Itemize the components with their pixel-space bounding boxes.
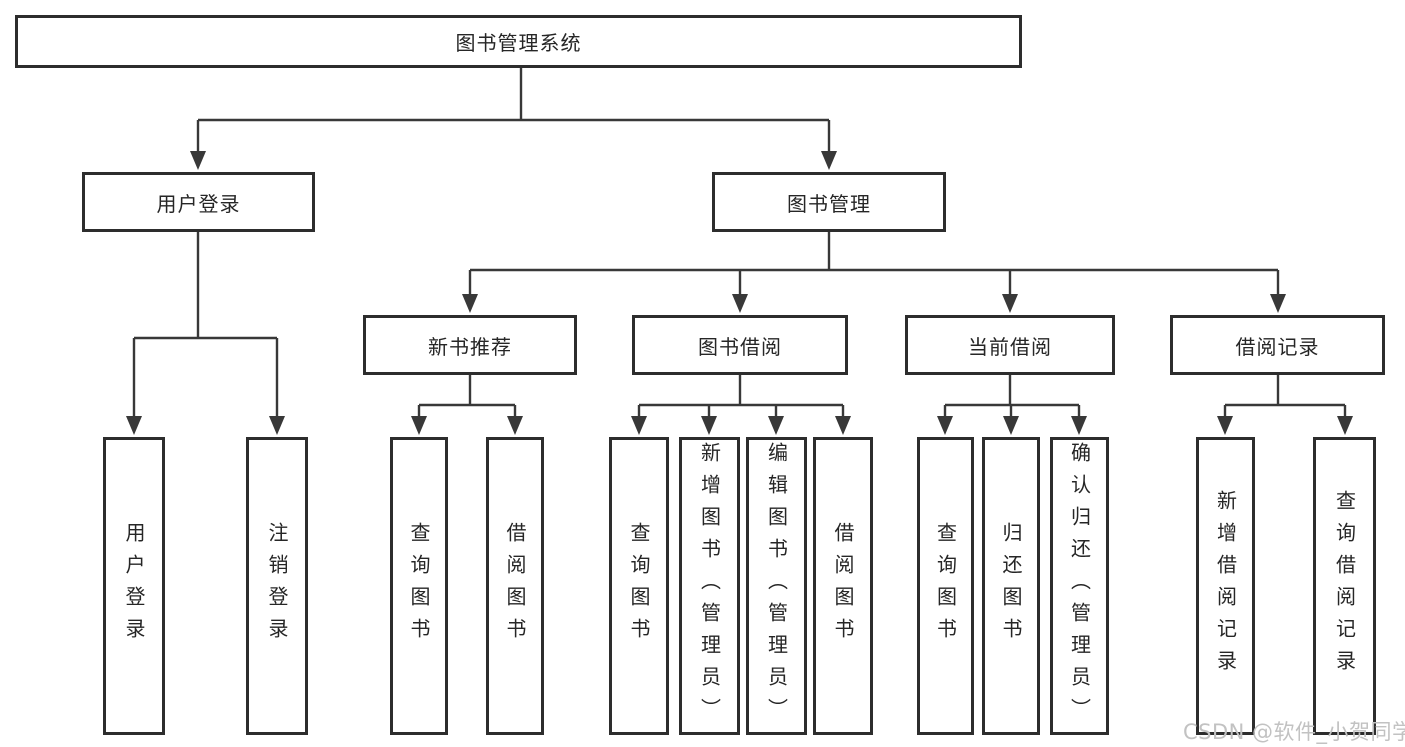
leaf-logout: 注销登录 <box>246 437 308 735</box>
csdn-watermark: CSDN @软件_小贺同学 <box>1183 720 1405 744</box>
arrow-head-icon <box>269 416 285 435</box>
node-label: 借阅图书 <box>503 522 527 650</box>
node-label: 借阅记录 <box>1235 334 1320 359</box>
arrow-head-icon <box>1003 416 1019 435</box>
node-label: 新增图书（管理员） <box>697 442 722 730</box>
node-label: 图书管理 <box>787 191 871 216</box>
arrow-head-icon <box>1217 416 1233 435</box>
node-label: 编辑图书（管理员） <box>764 442 789 730</box>
arrow-head-icon <box>821 151 837 170</box>
leaf-add-books-admin: 新增图书（管理员） <box>679 437 740 735</box>
node-book-borrowing: 图书借阅 <box>632 315 848 375</box>
node-borrowing-records: 借阅记录 <box>1170 315 1385 375</box>
node-label: 查询图书 <box>933 522 958 650</box>
node-label: 图书管理系统 <box>455 31 582 55</box>
arrow-head-icon <box>835 416 851 435</box>
node-label: 图书借阅 <box>698 334 782 359</box>
node-label: 注销登录 <box>265 522 289 650</box>
leaf-borrow-books-recommend: 借阅图书 <box>486 437 544 735</box>
node-label: 查询图书 <box>627 522 651 650</box>
node-label: 用户登录 <box>156 191 241 216</box>
node-label: 确认归还（管理员） <box>1067 442 1092 730</box>
node-label: 查询图书 <box>407 522 431 650</box>
leaf-query-books-recommend: 查询图书 <box>390 437 448 735</box>
arrow-head-icon <box>411 416 427 435</box>
arrow-head-icon <box>126 416 142 435</box>
node-label: 新书推荐 <box>428 334 512 359</box>
arrow-head-icon <box>732 294 748 313</box>
node-label: 用户登录 <box>122 522 146 650</box>
node-label: 借阅图书 <box>831 522 855 650</box>
arrow-head-icon <box>1071 416 1087 435</box>
leaf-return-books: 归还图书 <box>982 437 1040 735</box>
node-label: 查询借阅记录 <box>1332 490 1357 682</box>
arrow-head-icon <box>701 416 717 435</box>
node-label: 新增借阅记录 <box>1213 490 1238 682</box>
node-user-login-branch: 用户登录 <box>82 172 315 232</box>
arrow-head-icon <box>190 151 206 170</box>
node-label: 当前借阅 <box>968 334 1052 359</box>
arrow-head-icon <box>1002 294 1018 313</box>
leaf-query-books-current: 查询图书 <box>917 437 974 735</box>
leaf-borrow-books: 借阅图书 <box>813 437 873 735</box>
node-new-book-recommend: 新书推荐 <box>363 315 577 375</box>
arrow-head-icon <box>1270 294 1286 313</box>
leaf-confirm-return-admin: 确认归还（管理员） <box>1050 437 1109 735</box>
leaf-edit-books-admin: 编辑图书（管理员） <box>746 437 807 735</box>
arrow-head-icon <box>631 416 647 435</box>
node-library-system: 图书管理系统 <box>15 15 1022 68</box>
node-label: 归还图书 <box>999 522 1023 650</box>
leaf-user-login: 用户登录 <box>103 437 165 735</box>
arrow-head-icon <box>937 416 953 435</box>
leaf-query-borrow-record: 查询借阅记录 <box>1313 437 1376 735</box>
arrow-head-icon <box>1337 416 1353 435</box>
leaf-add-borrow-record: 新增借阅记录 <box>1196 437 1255 735</box>
arrow-head-icon <box>462 294 478 313</box>
node-book-management-branch: 图书管理 <box>712 172 946 232</box>
arrow-head-icon <box>507 416 523 435</box>
arrow-head-icon <box>768 416 784 435</box>
leaf-query-books-borrowing: 查询图书 <box>609 437 669 735</box>
node-current-borrowing: 当前借阅 <box>905 315 1115 375</box>
